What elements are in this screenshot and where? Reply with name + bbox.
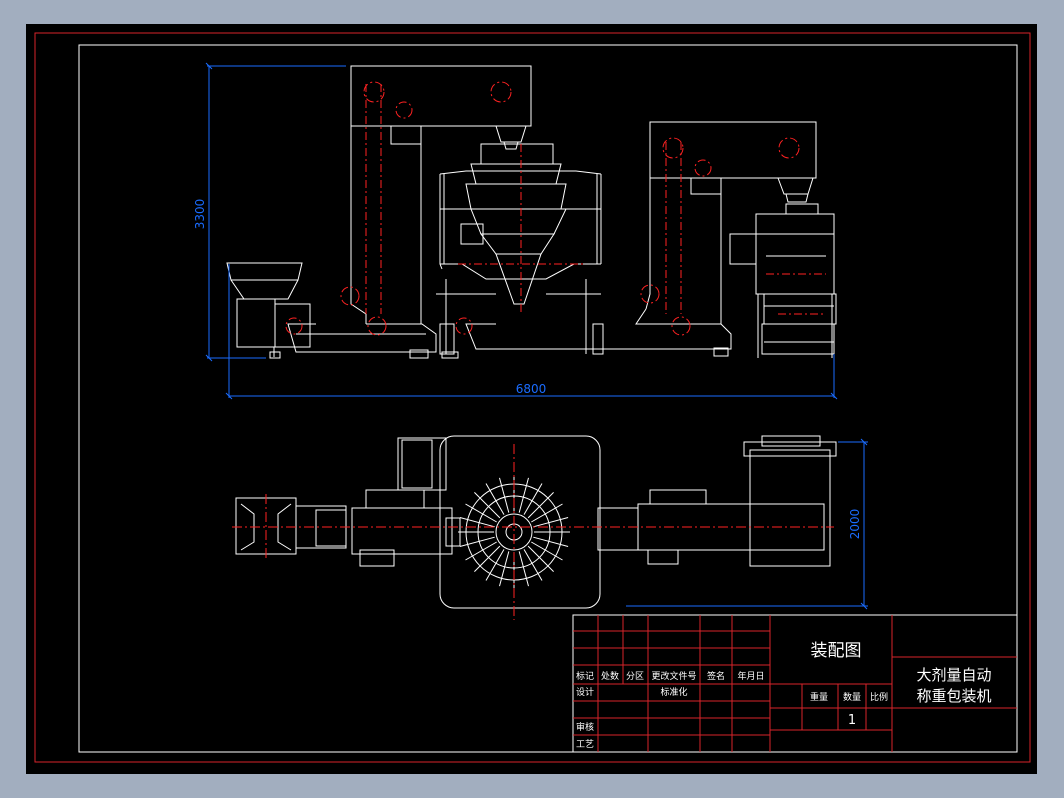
label-design: 设计 — [576, 686, 594, 698]
plan-weigher-frame — [439, 435, 601, 609]
revision-header-zone: 分区 — [626, 671, 644, 682]
cad-viewport[interactable]: 3300 6800 — [26, 24, 1037, 774]
weigher-radial-buckets — [458, 476, 570, 588]
top-plan-view — [235, 435, 837, 609]
weigher-bucket-spoke — [474, 492, 501, 519]
weigher-bucket-spoke — [474, 545, 501, 572]
height-dimension: 3300 — [193, 199, 207, 230]
scale-header-quantity: 数量 — [843, 691, 861, 703]
weigher-bucket-spoke — [465, 503, 497, 523]
title-line-1: 大剂量自动 — [916, 666, 991, 684]
title-line-2: 称重包装机 — [916, 687, 991, 705]
front-elevation-view — [226, 65, 837, 359]
weigher-bucket-spoke — [465, 541, 497, 561]
dimension-lines-plan — [626, 438, 868, 610]
label-review: 审核 — [576, 721, 594, 733]
drawing-type: 装配图 — [811, 641, 862, 661]
weigher-bucket-spoke — [459, 536, 495, 547]
weigher-bucket-spoke — [523, 483, 543, 515]
feeder-hopper — [226, 262, 311, 359]
revision-header-sign: 签名 — [707, 670, 725, 682]
scale-value: 1 — [848, 713, 856, 728]
weigher-bucket-spoke — [499, 551, 510, 587]
length-dimension: 6800 — [516, 382, 547, 396]
outer-border — [34, 32, 1031, 763]
dimension-lines-front — [205, 62, 838, 400]
weigher-bucket-spoke — [499, 477, 510, 513]
weigher-bucket-spoke — [459, 517, 495, 528]
scale-header-weight: 重量 — [810, 691, 828, 703]
weigher-bucket-spoke — [518, 551, 529, 587]
weigher-bucket-spoke — [527, 545, 554, 572]
vffs-packer — [729, 203, 837, 358]
weigher-bucket-spoke — [533, 536, 569, 547]
elevator-centerlines — [285, 81, 826, 336]
weigher-bucket-spoke — [485, 549, 505, 581]
scale-header-ratio: 比例 — [870, 691, 888, 703]
weigher-bucket-spoke — [531, 541, 563, 561]
width-dimension: 2000 — [848, 509, 862, 540]
bucket-elevator-2 — [465, 121, 817, 357]
revision-header-date: 年月日 — [737, 670, 764, 682]
weigher-bucket-spoke — [531, 503, 563, 523]
title-block — [572, 614, 1018, 753]
assembly-drawing: 3300 6800 — [34, 32, 1031, 763]
weigher-bucket-spoke — [485, 483, 505, 515]
weigher-bucket-spoke — [527, 492, 554, 519]
label-process: 工艺 — [576, 739, 594, 750]
label-standardize: 标准化 — [660, 686, 687, 698]
revision-header-mark: 标记 — [576, 670, 594, 682]
bucket-elevator-1 — [287, 65, 532, 359]
weigher-bucket-spoke — [523, 549, 543, 581]
inner-border — [78, 44, 1018, 753]
revision-header-count: 处数 — [601, 670, 619, 682]
revision-header-docno: 更改文件号 — [651, 670, 696, 682]
weigher-bucket-spoke — [533, 517, 569, 528]
weigher-bucket-spoke — [518, 477, 529, 513]
plan-centerlines — [232, 444, 834, 620]
multihead-weigher — [436, 143, 604, 359]
plan-packer — [749, 449, 831, 567]
